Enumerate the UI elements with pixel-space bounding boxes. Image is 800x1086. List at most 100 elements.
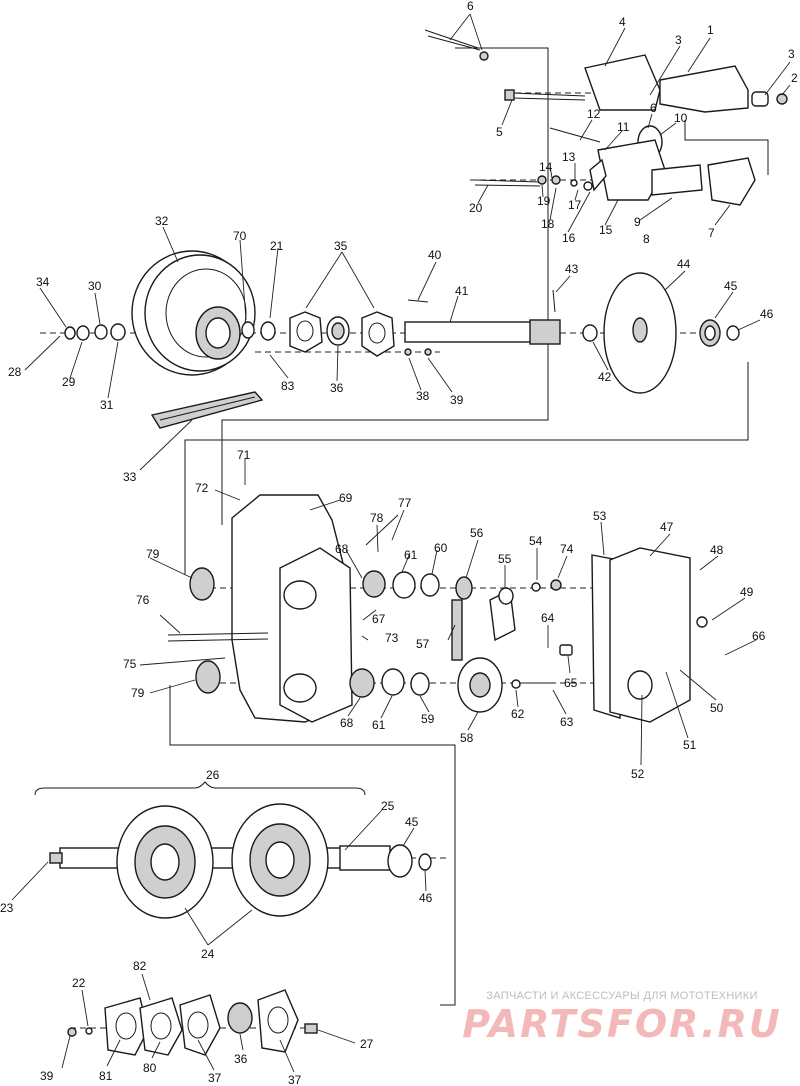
callout-83: 83 <box>281 379 295 393</box>
callout-45: 45 <box>724 279 738 293</box>
callout-52: 52 <box>631 767 645 781</box>
callout-3: 3 <box>788 47 795 61</box>
bearing-flange-set <box>67 989 318 1056</box>
callout-62: 62 <box>511 707 525 721</box>
watermark-tagline: ЗАПЧАСТИ И АКСЕССУАРЫ ДЛЯ МОТОТЕХНИКИ <box>486 990 758 1002</box>
callout-42: 42 <box>598 370 612 384</box>
callout-32: 32 <box>155 214 169 228</box>
chaincase-housing <box>167 494 708 723</box>
callout-82: 82 <box>133 959 147 973</box>
callout-74: 74 <box>560 542 574 556</box>
callout-79: 79 <box>146 547 160 561</box>
callout-68: 68 <box>335 542 349 556</box>
callout-17: 17 <box>568 198 582 212</box>
callout-78: 78 <box>370 511 384 525</box>
callout-77: 77 <box>398 496 412 510</box>
callout-35: 35 <box>334 239 348 253</box>
callout-55: 55 <box>498 552 512 566</box>
callout-73: 73 <box>385 631 399 645</box>
callout-12: 12 <box>587 107 601 121</box>
callout-76: 76 <box>136 593 150 607</box>
callout-6: 6 <box>650 101 657 115</box>
callout-57: 57 <box>416 637 430 651</box>
callout-39: 39 <box>450 393 464 407</box>
callout-29: 29 <box>62 375 76 389</box>
leader-lines <box>11 13 791 1073</box>
callout-68: 68 <box>340 716 354 730</box>
callout-50: 50 <box>710 701 724 715</box>
callout-71: 71 <box>237 448 251 462</box>
callout-26: 26 <box>206 768 220 782</box>
callout-7: 7 <box>708 226 715 240</box>
callout-11: 11 <box>617 120 630 134</box>
callout-30: 30 <box>88 279 102 293</box>
pulley-shaft-assembly <box>64 250 740 429</box>
callout-4: 4 <box>619 15 626 29</box>
callout-47: 47 <box>660 520 674 534</box>
callout-41: 41 <box>455 284 469 298</box>
callout-20: 20 <box>469 201 483 215</box>
callout-6: 6 <box>467 0 474 13</box>
callout-13: 13 <box>562 150 576 164</box>
callout-48: 48 <box>710 543 724 557</box>
callout-27: 27 <box>360 1037 374 1051</box>
callout-3: 3 <box>675 33 682 47</box>
callout-63: 63 <box>560 715 574 729</box>
callout-37: 37 <box>288 1073 302 1086</box>
callout-37: 37 <box>208 1071 222 1085</box>
callout-72: 72 <box>195 481 209 495</box>
callout-23: 23 <box>0 901 14 915</box>
callout-36: 36 <box>234 1052 248 1066</box>
callout-38: 38 <box>416 389 430 403</box>
callout-1: 1 <box>707 23 714 37</box>
callout-9: 9 <box>634 215 641 229</box>
callout-66: 66 <box>752 629 766 643</box>
callout-43: 43 <box>565 262 579 276</box>
callout-19: 19 <box>537 194 551 208</box>
top-bracket-assembly <box>424 29 788 206</box>
callout-53: 53 <box>593 509 607 523</box>
callout-61: 61 <box>404 548 418 562</box>
callout-61: 61 <box>372 718 386 732</box>
callout-65: 65 <box>564 676 578 690</box>
callout-40: 40 <box>428 248 442 262</box>
callout-21: 21 <box>270 239 284 253</box>
callout-51: 51 <box>683 738 697 752</box>
callout-60: 60 <box>434 541 448 555</box>
callout-58: 58 <box>460 731 474 745</box>
watermark: ЗАПЧАСТИ И АКСЕССУАРЫ ДЛЯ МОТОТЕХНИКИ PA… <box>462 990 782 1046</box>
callout-31: 31 <box>100 398 114 412</box>
callout-69: 69 <box>339 491 353 505</box>
callout-54: 54 <box>529 534 543 548</box>
callout-79: 79 <box>131 686 145 700</box>
callout-81: 81 <box>99 1069 113 1083</box>
callout-46: 46 <box>419 891 433 905</box>
callout-10: 10 <box>674 111 688 125</box>
callout-16: 16 <box>562 231 576 245</box>
callout-67: 67 <box>372 612 386 626</box>
callout-44: 44 <box>677 257 691 271</box>
callout-46: 46 <box>760 307 774 321</box>
callout-25: 25 <box>381 799 395 813</box>
callout-80: 80 <box>143 1061 157 1075</box>
callout-22: 22 <box>72 976 86 990</box>
callout-15: 15 <box>599 223 613 237</box>
callout-33: 33 <box>123 470 137 484</box>
callout-59: 59 <box>421 712 435 726</box>
callout-45: 45 <box>405 815 419 829</box>
callout-64: 64 <box>541 611 555 625</box>
callout-2: 2 <box>791 71 798 85</box>
callout-28: 28 <box>8 365 22 379</box>
watermark-logo: PARTSFOR.RU <box>462 1002 782 1046</box>
callout-18: 18 <box>541 217 555 231</box>
callout-14: 14 <box>539 160 553 174</box>
callout-5: 5 <box>496 125 503 139</box>
callout-36: 36 <box>330 381 344 395</box>
callout-70: 70 <box>233 229 247 243</box>
callout-49: 49 <box>740 585 754 599</box>
callout-39: 39 <box>40 1069 54 1083</box>
callout-8: 8 <box>643 232 650 246</box>
drive-shaft-sprockets <box>34 781 432 919</box>
